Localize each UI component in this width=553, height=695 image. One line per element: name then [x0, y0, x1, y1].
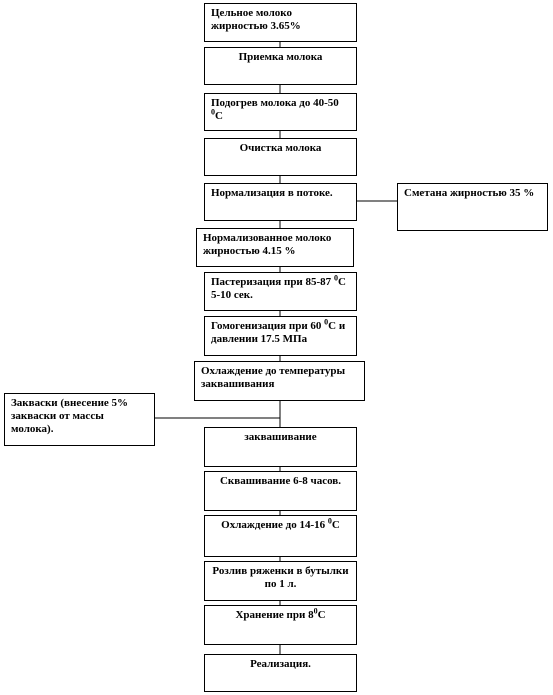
- step-normalized-milk: Нормализованное молоко жирностью 4.15 %: [196, 228, 354, 267]
- step-homogenization: Гомогенизация при 60 0C и давлении 17.5 …: [204, 316, 357, 356]
- step-pasteurization: Пастеризация при 85-87 0C 5-10 сек.: [204, 272, 357, 311]
- degree-mark: 0: [211, 107, 215, 117]
- step-heating: Подогрев молока до 40-50 0C: [204, 93, 357, 131]
- degree-mark: 0: [324, 317, 329, 327]
- side-box-starter: Закваски (внесение 5% закваски от массы …: [4, 393, 155, 446]
- step-cooling: Охлаждение до 14-16 0C: [204, 515, 357, 557]
- step-maturation: Сквашивание 6-8 часов.: [204, 471, 357, 511]
- step-receiving: Приемка молока: [204, 47, 357, 85]
- side-box-cream: Сметана жирностью 35 %: [397, 183, 548, 231]
- step-whole-milk: Цельное молоко жирностью 3.65%: [204, 3, 357, 42]
- step-sales: Реализация.: [204, 654, 357, 692]
- degree-mark: 0: [327, 516, 332, 526]
- degree-mark: 0: [333, 273, 338, 283]
- step-normalization: Нормализация в потоке.: [204, 183, 357, 221]
- step-cleaning: Очистка молока: [204, 138, 357, 176]
- degree-mark: 0: [313, 606, 318, 616]
- step-storage: Хранение при 80C: [204, 605, 357, 645]
- step-bottling: Розлив ряженки в бутылки по 1 л.: [204, 561, 357, 601]
- step-fermentation: заквашивание: [204, 427, 357, 467]
- step-cooling-to-starter: Охлаждение до температуры заквашивания: [194, 361, 365, 401]
